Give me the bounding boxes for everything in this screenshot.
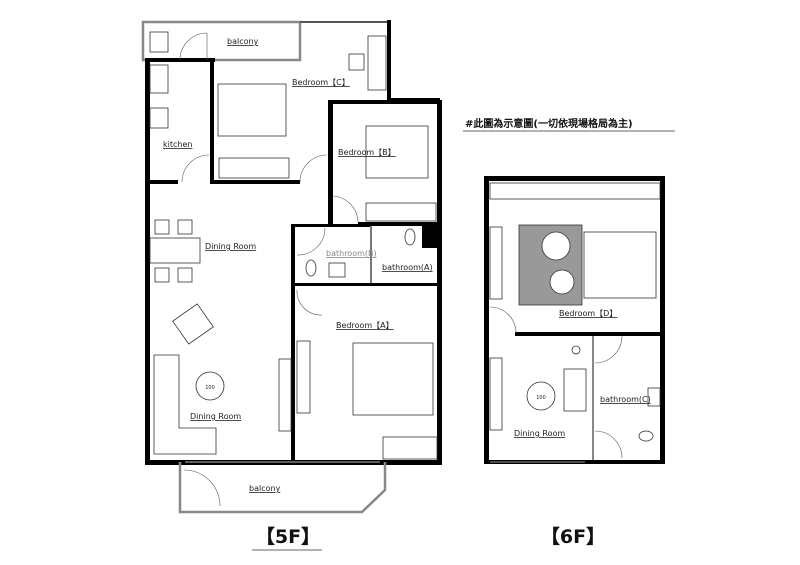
label-kitchen: kitchen	[163, 140, 192, 149]
label-dining-room-lower: Dining Room	[190, 412, 241, 421]
disclaimer-note: #此圖為示意圖(一切依現場格局為主)	[465, 117, 633, 130]
wall-left	[145, 60, 150, 464]
label-bathroom-b: bathroom(B)	[326, 249, 377, 258]
bed-c	[217, 83, 287, 137]
wardrobe-b	[365, 202, 437, 222]
label-bedroom-b: Bedroom【B】	[338, 148, 396, 157]
floor-title-6f: 【6F】	[541, 525, 605, 548]
label-bedroom-c: Bedroom【C】	[292, 78, 350, 87]
coffee-table-6f	[526, 381, 556, 411]
label-bedroom-a: Bedroom【A】	[336, 321, 394, 330]
balcony-bottom-outline	[178, 462, 387, 514]
bed-b	[365, 125, 429, 179]
wardrobe-d	[489, 182, 661, 200]
wardrobe-a	[382, 436, 438, 460]
balcony-top-outline	[141, 20, 302, 62]
tv-cabinet	[278, 358, 292, 432]
armchair	[172, 303, 214, 345]
bed-a	[352, 342, 434, 416]
coffee-table-label: 100	[205, 385, 215, 391]
label-dining-room-upper: Dining Room	[205, 242, 256, 251]
sofa	[153, 354, 217, 455]
floor-plan-6f: 100 Bedroom【D】 Dining Room bathroom(C) 【…	[484, 176, 665, 548]
rug	[518, 224, 583, 306]
label-bedroom-d: Bedroom【D】	[559, 309, 617, 318]
label-balcony-top: balcony	[227, 37, 259, 46]
label-bathroom-c: bathroom(C)	[600, 395, 651, 404]
floor-plan-5f: 100 balcony kitchen Bedroom【C】 Bedroom【B…	[141, 20, 442, 551]
sofa-6f	[563, 368, 587, 412]
floor-title-5f: 【5F】	[256, 525, 320, 548]
wardrobe-c	[218, 157, 290, 179]
coffee-table	[195, 371, 225, 401]
label-bathroom-a: bathroom(A)	[382, 263, 433, 272]
bed-d	[583, 231, 657, 299]
wall-right	[437, 100, 442, 464]
dining-table	[149, 237, 201, 264]
label-balcony-bottom: balcony	[249, 484, 281, 493]
coffee-table-label-6f: 100	[536, 395, 546, 401]
label-dining-room-6f: Dining Room	[514, 429, 565, 438]
